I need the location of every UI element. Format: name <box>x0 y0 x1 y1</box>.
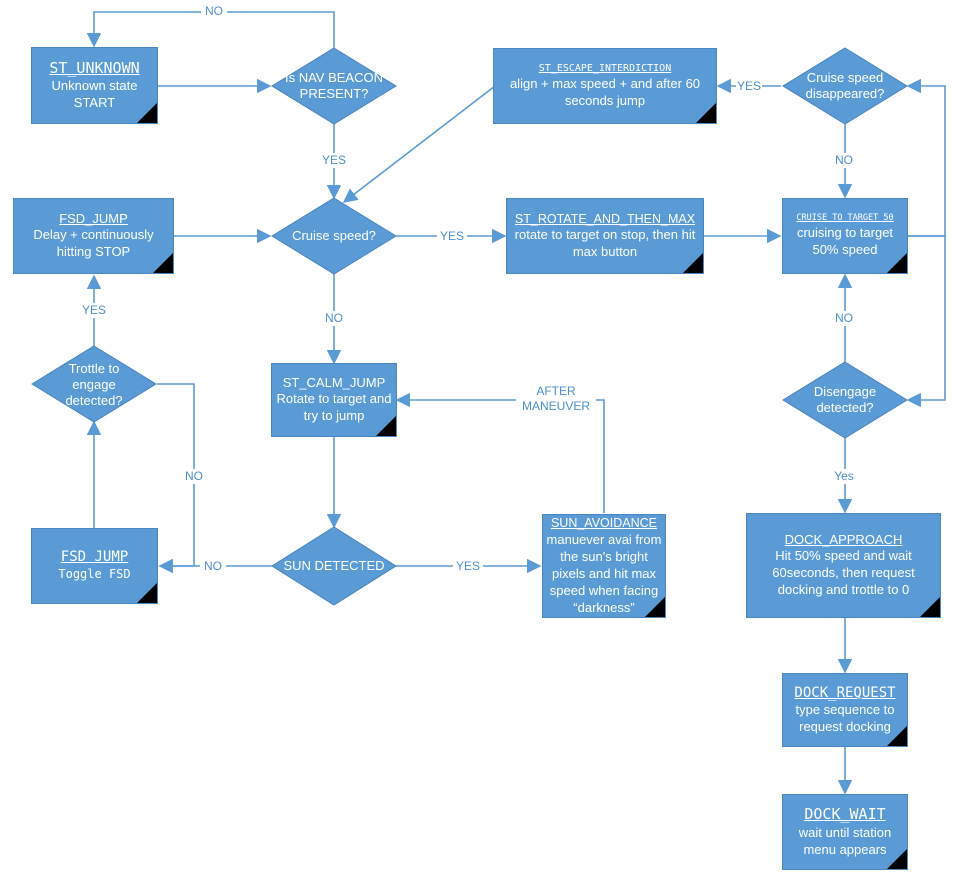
decision-nav-beacon-text: Is NAV BEACON PRESENT? <box>284 70 383 101</box>
label-yes-nav: YES <box>319 153 349 168</box>
label-no-sun: NO <box>200 559 226 574</box>
node-st-unknown-body: Unknown state START <box>51 78 138 111</box>
node-st-calm-title: ST_CALM_JUMP <box>282 374 386 390</box>
edge-escape-cruise <box>342 85 496 203</box>
corner-marker <box>153 253 173 273</box>
edge-target-gone <box>906 78 946 237</box>
corner-marker <box>920 597 940 617</box>
node-st-escape: ST_ESCAPE_INTERDICTION align + max speed… <box>493 48 717 124</box>
node-dock-request: DOCK_REQUEST type sequence to request do… <box>782 673 908 747</box>
node-st-rotate-body: rotate to target on stop, then hit max b… <box>514 227 696 260</box>
decision-cruise-speed <box>271 197 397 275</box>
label-yes-trottle: YES <box>79 303 109 318</box>
node-fsd-jump-bottom-body: Toggle FSD <box>58 566 131 581</box>
node-fsd-jump-top-body: Delay + continuously hitting STOP <box>33 227 154 260</box>
edge-sun-after <box>395 392 605 513</box>
edge-target-disengage <box>906 235 946 408</box>
node-dock-request-title: DOCK_REQUEST <box>794 684 896 701</box>
corner-marker <box>376 416 396 436</box>
decision-cruise-speed-text: Cruise speed? <box>292 228 376 243</box>
node-cruise-target: CRUISE_TO_TARGET_50 cruising to target 5… <box>782 198 908 274</box>
label-after-maneuver: AFTER MANEUVER <box>516 384 596 414</box>
node-fsd-jump-top: FSD_JUMP Delay + continuously hitting ST… <box>13 198 174 274</box>
node-st-calm-body: Rotate to target and try to jump <box>276 391 392 424</box>
node-st-rotate-title: ST_ROTATE_AND_THEN_MAX <box>514 211 696 226</box>
node-st-escape-body: align + max speed + and after 60 seconds… <box>509 75 701 108</box>
decision-cruise-gone-text: Cruise speed disappeared? <box>805 70 885 101</box>
decision-nav-beacon <box>271 47 397 125</box>
node-dock-approach: DOCK_APPROACH Hit 50% speed and wait 60s… <box>746 513 941 618</box>
decision-cruise-gone <box>782 47 908 125</box>
decision-trottle <box>31 345 157 423</box>
node-sun-avoid: SUN_AVOIDANCE manuever avai from the sun… <box>542 514 666 618</box>
node-dock-wait-body: wait until station menu appears <box>798 824 892 857</box>
label-no-cruise: NO <box>321 311 347 326</box>
node-st-calm: ST_CALM_JUMP Rotate to target and try to… <box>271 363 397 437</box>
label-no-cruise-gone: NO <box>831 153 857 168</box>
corner-marker <box>683 253 703 273</box>
label-no-disengage: NO <box>831 311 857 326</box>
label-no-top: NO <box>201 4 227 19</box>
decision-disengage <box>782 361 908 439</box>
decision-disengage-text: Disengage detected? <box>813 384 877 415</box>
node-dock-approach-title: DOCK_APPROACH <box>784 531 903 547</box>
node-sun-avoid-title: SUN_AVOIDANCE <box>550 516 658 531</box>
corner-marker <box>137 583 157 603</box>
corner-marker <box>696 103 716 123</box>
node-cruise-target-body: cruising to target 50% speed <box>796 224 894 257</box>
label-yes-sun: YES <box>453 559 483 574</box>
node-fsd-jump-top-title: FSD_JUMP <box>59 210 128 226</box>
node-st-rotate: ST_ROTATE_AND_THEN_MAX rotate to target … <box>506 198 704 274</box>
node-st-unknown-title: ST_UNKNOWN <box>49 58 140 77</box>
label-no-trottle: NO <box>181 469 207 484</box>
label-yes-escape: YES <box>736 79 762 94</box>
node-dock-approach-body: Hit 50% speed and wait 60seconds, then r… <box>772 548 915 598</box>
node-sun-avoid-body: manuever avai from the sun's bright pixe… <box>546 531 662 615</box>
node-fsd-jump-bottom: FSD JUMP Toggle FSD <box>31 528 158 604</box>
corner-marker <box>887 849 907 869</box>
decision-sun-detected-text: SUN DETECTED <box>283 558 385 573</box>
corner-marker <box>887 253 907 273</box>
corner-marker <box>887 726 907 746</box>
node-dock-request-body: type sequence to request docking <box>795 702 895 735</box>
decision-sun-detected <box>271 526 397 606</box>
corner-marker <box>645 597 665 617</box>
corner-marker <box>137 103 157 123</box>
label-yes-rotate: YES <box>437 229 467 244</box>
label-yes-dock: Yes <box>831 469 857 484</box>
node-fsd-jump-bottom-title: FSD JUMP <box>60 549 129 566</box>
node-st-escape-title: ST_ESCAPE_INTERDICTION <box>538 63 672 75</box>
node-st-unknown: ST_UNKNOWN Unknown state START <box>31 47 158 124</box>
node-dock-wait-title: DOCK_WAIT <box>804 805 886 824</box>
node-cruise-target-title: CRUISE_TO_TARGET_50 <box>796 213 894 224</box>
decision-trottle-text: Trottle to engage detected? <box>65 361 123 408</box>
node-dock-wait: DOCK_WAIT wait until station menu appear… <box>782 794 908 870</box>
